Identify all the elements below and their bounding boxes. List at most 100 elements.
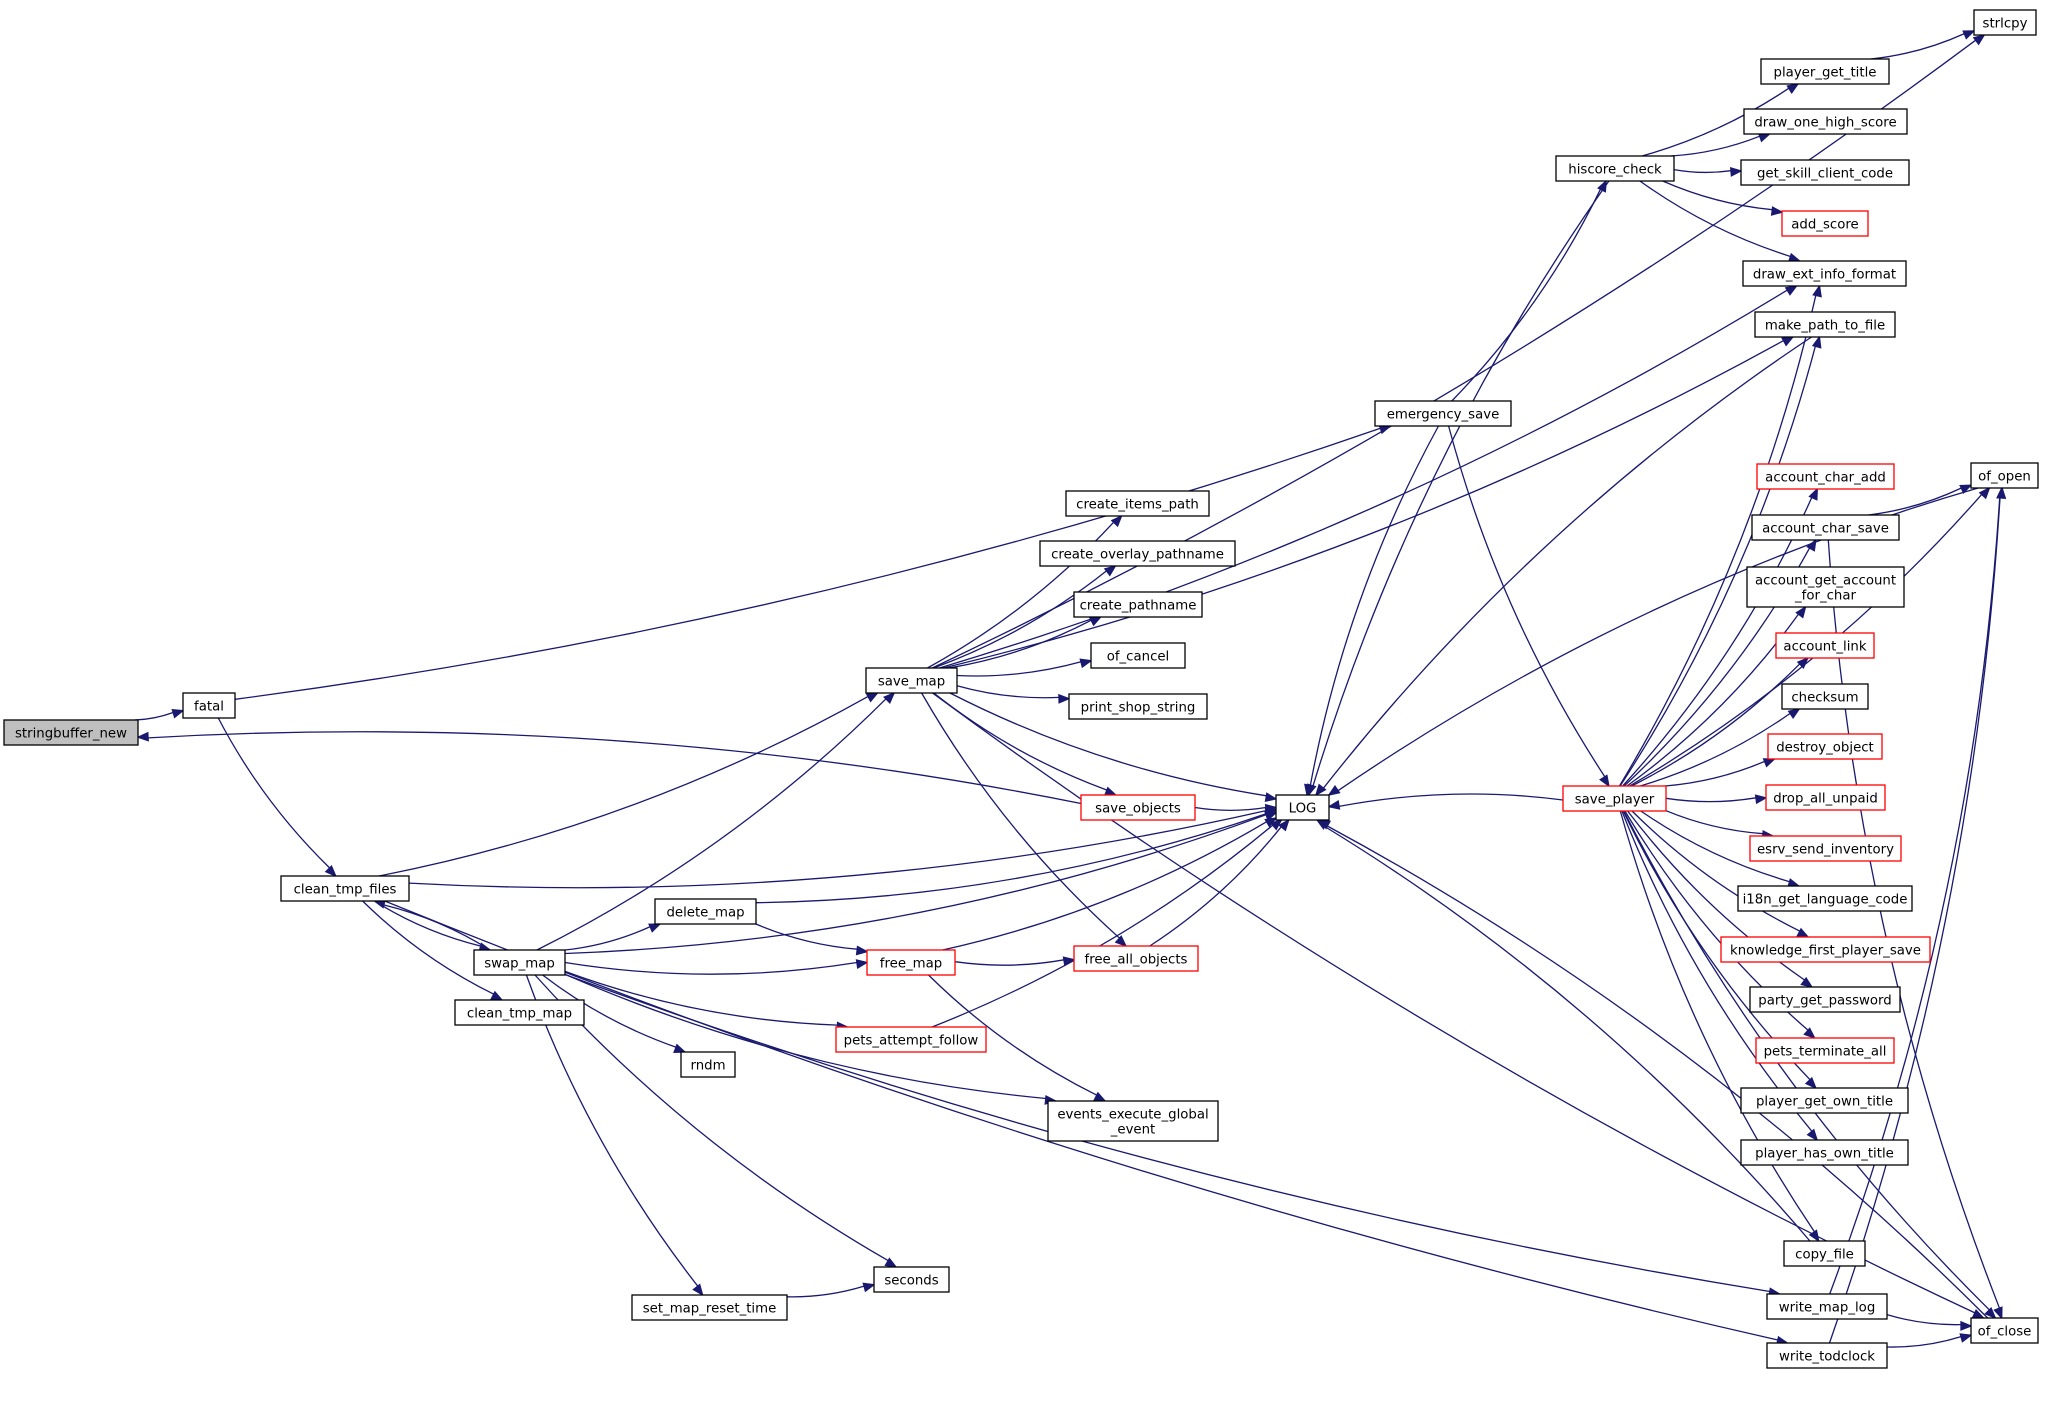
node-label: free_all_objects xyxy=(1085,953,1188,968)
node-print_shop_string[interactable]: print_shop_string xyxy=(1068,693,1208,720)
node-party_get_password[interactable]: party_get_password xyxy=(1749,986,1901,1013)
edge-free_map-to-LOG xyxy=(942,817,1278,951)
node-box xyxy=(1751,514,1900,541)
node-LOG[interactable]: LOG xyxy=(1275,794,1330,821)
node-save_player[interactable]: save_player xyxy=(1562,785,1667,812)
node-write_map_log[interactable]: write_map_log xyxy=(1766,1293,1888,1320)
edge-delete_map-to-LOG xyxy=(755,810,1278,904)
node-player_get_title[interactable]: player_get_title xyxy=(1760,58,1890,85)
node-rndm[interactable]: rndm xyxy=(680,1051,736,1078)
node-box xyxy=(1740,1087,1909,1114)
node-clean_tmp_files[interactable]: clean_tmp_files xyxy=(280,875,410,902)
node-swap_map[interactable]: swap_map xyxy=(473,949,566,976)
node-label: create_items_path xyxy=(1076,498,1199,513)
edge-save_player-to-make_path_to_file xyxy=(1619,335,1822,787)
node-label: make_path_to_file xyxy=(1765,319,1885,334)
node-copy_file[interactable]: copy_file xyxy=(1783,1240,1866,1267)
node-save_objects[interactable]: save_objects xyxy=(1080,794,1196,821)
node-clean_tmp_map[interactable]: clean_tmp_map xyxy=(454,999,585,1026)
node-account_get_account_for_char[interactable]: account_get_account_for_char xyxy=(1746,566,1905,608)
node-box xyxy=(1749,835,1902,862)
node-destroy_object[interactable]: destroy_object xyxy=(1767,733,1883,760)
edge-swap_map-to-seconds xyxy=(534,974,898,1268)
node-add_score[interactable]: add_score xyxy=(1781,210,1869,237)
node-create_pathname[interactable]: create_pathname xyxy=(1073,591,1203,618)
node-emergency_save[interactable]: emergency_save xyxy=(1374,400,1512,427)
node-esrv_send_inventory[interactable]: esrv_send_inventory xyxy=(1749,835,1902,862)
node-player_has_own_title[interactable]: player_has_own_title xyxy=(1740,1139,1909,1166)
node-events_execute_global_event[interactable]: events_execute_global_event xyxy=(1047,1100,1219,1142)
edge-save_player-to-checksum xyxy=(1640,708,1801,787)
node-of_cancel[interactable]: of_cancel xyxy=(1090,642,1186,669)
node-draw_ext_info_format[interactable]: draw_ext_info_format xyxy=(1742,260,1907,287)
node-label: print_shop_string xyxy=(1081,701,1196,716)
node-stringbuffer_new[interactable]: stringbuffer_new xyxy=(3,719,139,746)
node-box xyxy=(473,949,566,976)
edge-save_map-to-LOG xyxy=(949,692,1278,803)
node-of_close[interactable]: of_close xyxy=(1970,1317,2039,1344)
node-box xyxy=(1754,311,1896,338)
node-pets_attempt_follow[interactable]: pets_attempt_follow xyxy=(835,1026,987,1053)
node-create_items_path[interactable]: create_items_path xyxy=(1065,490,1210,517)
edge-save_player-to-esrv_send_inventory xyxy=(1665,810,1775,840)
node-label: _for_char xyxy=(1794,589,1856,604)
node-strlcpy[interactable]: strlcpy xyxy=(1973,9,2037,36)
edge-hiscore_check-to-LOG xyxy=(1307,180,1610,797)
node-account_char_save[interactable]: account_char_save xyxy=(1751,514,1900,541)
node-write_todclock[interactable]: write_todclock xyxy=(1766,1342,1888,1369)
node-label: party_get_password xyxy=(1758,994,1891,1009)
node-account_link[interactable]: account_link xyxy=(1775,632,1875,659)
node-hiscore_check[interactable]: hiscore_check xyxy=(1555,155,1675,182)
node-free_map[interactable]: free_map xyxy=(866,949,956,976)
node-save_map[interactable]: save_map xyxy=(865,667,958,694)
node-label: player_get_title xyxy=(1774,66,1877,81)
node-box xyxy=(866,949,956,976)
edge-stringbuffer_new-to-fatal xyxy=(134,708,185,721)
node-create_overlay_pathname[interactable]: create_overlay_pathname xyxy=(1039,540,1236,567)
node-make_path_to_file[interactable]: make_path_to_file xyxy=(1754,311,1896,338)
edge-pets_attempt_follow-to-LOG xyxy=(931,818,1283,1028)
node-free_all_objects[interactable]: free_all_objects xyxy=(1073,945,1199,972)
node-box xyxy=(1073,945,1199,972)
node-of_open[interactable]: of_open xyxy=(1970,462,2039,489)
node-seconds[interactable]: seconds xyxy=(873,1266,950,1293)
node-drop_all_unpaid[interactable]: drop_all_unpaid xyxy=(1765,784,1886,811)
node-label: account_char_save xyxy=(1762,522,1889,537)
edge-hiscore_check-to-player_get_title xyxy=(1641,83,1800,157)
edge-save_objects-to-LOG xyxy=(1194,803,1278,814)
node-label: set_map_reset_time xyxy=(643,1302,777,1317)
node-box xyxy=(1090,642,1186,669)
node-get_skill_client_code[interactable]: get_skill_client_code xyxy=(1740,159,1910,186)
node-box xyxy=(1374,400,1512,427)
edge-save_map-to-free_all_objects xyxy=(921,692,1128,948)
node-box xyxy=(1068,693,1208,720)
node-label: player_has_own_title xyxy=(1755,1147,1894,1162)
edge-save_player-to-LOG xyxy=(1327,793,1564,810)
edge-save_map-to-of_cancel xyxy=(956,658,1093,677)
node-box xyxy=(1781,683,1869,710)
node-box xyxy=(1275,794,1330,821)
node-pets_terminate_all[interactable]: pets_terminate_all xyxy=(1755,1037,1895,1064)
node-delete_map[interactable]: delete_map xyxy=(654,898,757,925)
node-set_map_reset_time[interactable]: set_map_reset_time xyxy=(631,1294,788,1321)
node-draw_one_high_score[interactable]: draw_one_high_score xyxy=(1743,108,1908,135)
node-knowledge_first_player_save[interactable]: knowledge_first_player_save xyxy=(1720,936,1931,963)
node-player_get_own_title[interactable]: player_get_own_title xyxy=(1740,1087,1909,1114)
node-label: LOG xyxy=(1289,802,1317,817)
node-label: destroy_object xyxy=(1776,741,1874,756)
edge-save_player-to-knowledge_first_player_save xyxy=(1631,810,1810,938)
edge-save_map-to-create_overlay_pathname xyxy=(933,564,1117,669)
node-fatal[interactable]: fatal xyxy=(182,692,236,719)
node-label: account_char_add xyxy=(1765,471,1886,486)
edge-save_map-to-create_pathname xyxy=(948,616,1103,669)
node-label: create_overlay_pathname xyxy=(1051,548,1224,563)
node-i18n_get_language_code[interactable]: i18n_get_language_code xyxy=(1737,885,1913,912)
node-label: player_get_own_title xyxy=(1756,1095,1893,1110)
node-account_char_add[interactable]: account_char_add xyxy=(1756,463,1895,490)
node-label: fatal xyxy=(194,700,224,715)
node-label: add_score xyxy=(1791,218,1858,233)
node-label: swap_map xyxy=(484,957,555,972)
node-box xyxy=(1781,210,1869,237)
node-checksum[interactable]: checksum xyxy=(1781,683,1869,710)
